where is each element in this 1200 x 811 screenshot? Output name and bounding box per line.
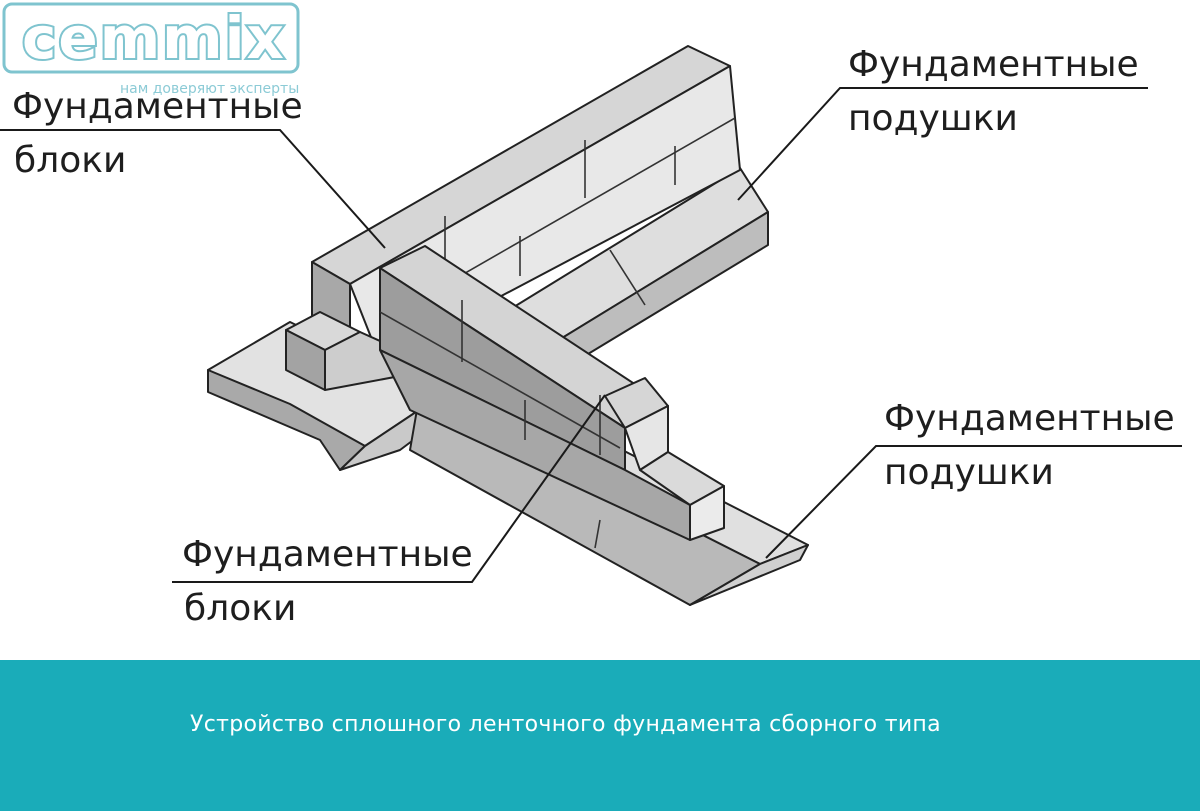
pad-front-end [689, 544, 809, 606]
label-blocks-bottom-line2: блоки [184, 588, 296, 629]
label-blocks-top: Фундаментные блоки [0, 86, 386, 249]
label-blocks-bottom-line1: Фундаментные [182, 534, 473, 575]
label-blocks-bottom: Фундаментные блоки [172, 394, 606, 629]
block-stub-left [285, 311, 401, 391]
foundation-diagram: cemmix нам доверяют эксперты Фундаментны… [0, 2, 1182, 629]
label-pads-top: Фундаментные подушки [737, 44, 1148, 201]
wall-front-low-face [689, 485, 725, 541]
caption-text: Устройство сплошного ленточного фундамен… [190, 712, 941, 737]
foundation-illustration: cemmix нам доверяют эксперты Фундаментны… [0, 2, 1182, 629]
label-pads-top-line1: Фундаментные [848, 44, 1139, 85]
leader-blocks-top [0, 129, 386, 249]
logo-word: cemmix [22, 4, 286, 72]
leader-pads-top [737, 87, 1148, 201]
leader-blocks-bottom [172, 394, 606, 583]
logo-tagline: нам доверяют эксперты [120, 81, 299, 97]
leader-pads-right [765, 445, 1182, 559]
block-wall-front [379, 245, 725, 541]
label-blocks-top-line1: Фундаментные [12, 86, 303, 127]
label-pads-right-line1: Фундаментные [884, 398, 1175, 439]
label-pads-right: Фундаментные подушки [765, 398, 1182, 559]
cemmix-logo: cemmix нам доверяют эксперты [2, 2, 300, 97]
label-pads-right-line2: подушки [884, 452, 1054, 493]
caption-bar: Устройство сплошного ленточного фундамен… [0, 660, 1200, 811]
label-pads-top-line2: подушки [848, 98, 1018, 139]
label-blocks-top-line2: блоки [14, 140, 126, 181]
